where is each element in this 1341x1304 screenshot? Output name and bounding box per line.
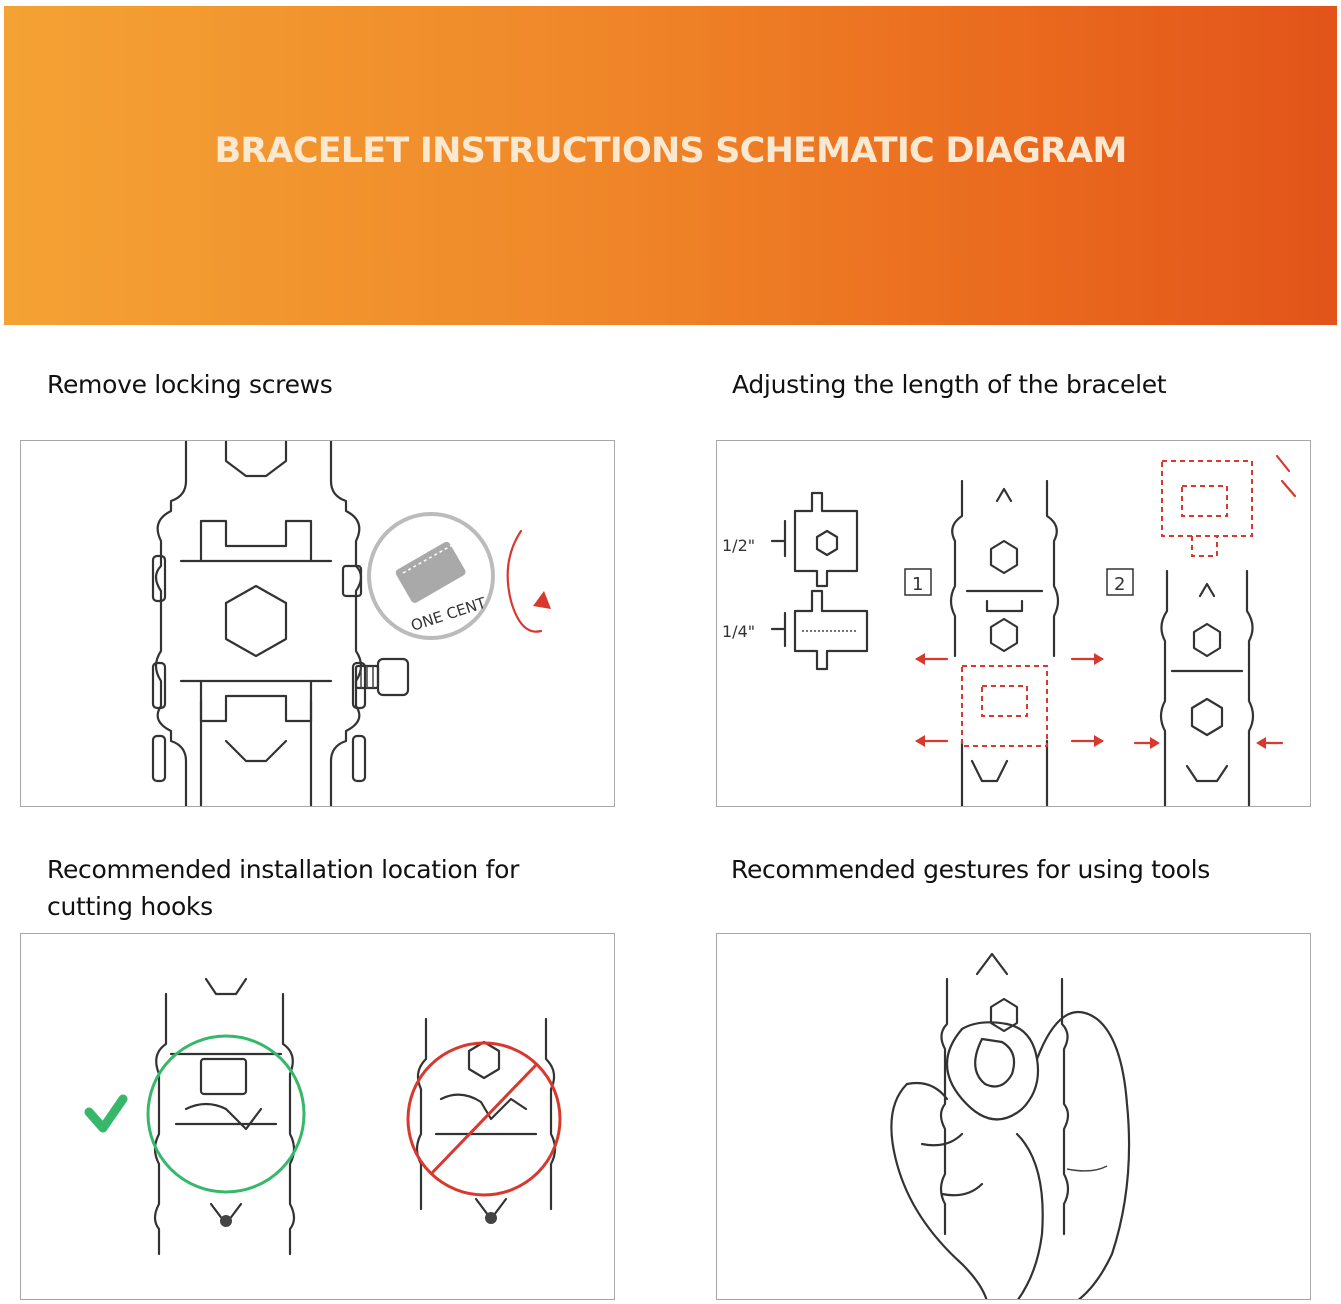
screw-icon — [354, 657, 410, 697]
caption-adjust-length: Adjusting the length of the bracelet — [732, 370, 1167, 399]
step1-badge — [904, 568, 932, 596]
prohibited-icon — [406, 1041, 562, 1197]
arrow-in-icon — [1133, 737, 1284, 749]
bracelet-correct — [153, 977, 296, 1256]
arrow-out-icon — [915, 653, 1104, 747]
caption-install-location-line2: cutting hooks — [47, 892, 213, 921]
panel-remove-screws: ONE CENT — [20, 440, 615, 807]
size-half-label: 1/2" — [722, 536, 755, 555]
caption-remove-screws: Remove locking screws — [47, 370, 333, 399]
size-half-tool: 1/2" — [722, 491, 859, 588]
bracelet-chain-step2 — [1159, 569, 1255, 806]
panel-adjust-length: 1/2" 1/4" 1 2 — [716, 440, 1311, 807]
hand-icon — [890, 1011, 1131, 1299]
page-title: BRACELET INSTRUCTIONS SCHEMATIC DIAGRAM — [214, 130, 1128, 171]
panel-gestures — [716, 933, 1311, 1300]
coin-icon: ONE CENT — [367, 512, 495, 640]
panel-install-location — [20, 933, 615, 1300]
caption-install-location-line1: Recommended installation location for — [47, 855, 520, 884]
size-quarter-label: 1/4" — [722, 622, 755, 641]
bracelet-wrong — [415, 1017, 557, 1224]
header-banner: BRACELET INSTRUCTIONS SCHEMATIC DIAGRAM — [4, 6, 1337, 325]
bracelet-link-icon — [151, 441, 367, 806]
correct-circle — [146, 1034, 306, 1194]
removed-link — [1161, 454, 1297, 557]
check-icon — [84, 1094, 128, 1133]
step1-label: 1 — [912, 574, 923, 595]
bracelet-chain-step1 — [949, 479, 1060, 806]
step2-badge — [1106, 568, 1134, 596]
rotate-arrow-icon — [506, 529, 551, 633]
step2-label: 2 — [1114, 574, 1125, 595]
bracelet-link-icon — [939, 952, 1070, 1236]
caption-gestures: Recommended gestures for using tools — [731, 855, 1211, 884]
size-quarter-tool: 1/4" — [722, 589, 869, 671]
